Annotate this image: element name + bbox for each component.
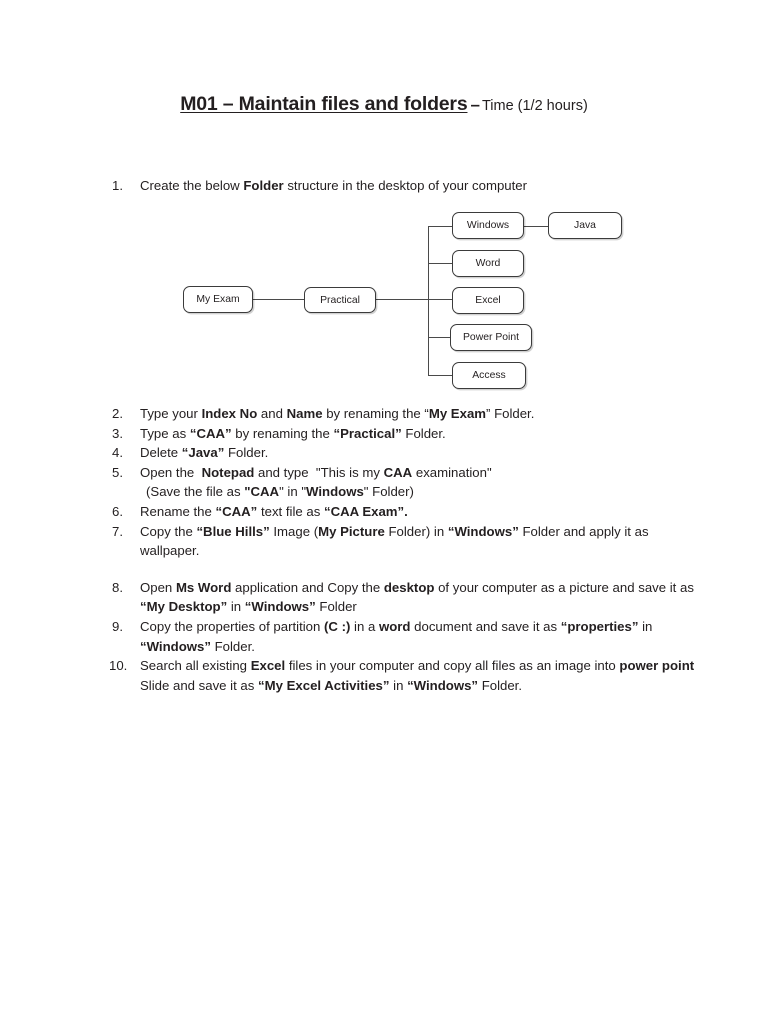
edge-trunk-windows	[428, 226, 452, 228]
diagram-node-label: Excel	[475, 295, 501, 306]
diagram-node-label: Windows	[466, 220, 510, 231]
diagram-node-java[interactable]: Java	[548, 212, 622, 239]
list-item-text: Rename the “CAA” text file as “CAA Exam”…	[140, 503, 408, 519]
edge-trunk-powerpoint	[428, 337, 450, 339]
list-item: 4. Delete “Java” Folder.	[112, 443, 702, 463]
list-item-text: Copy the “Blue Hills” Image (My Picture …	[140, 523, 649, 559]
diagram-node-word[interactable]: Word	[452, 250, 524, 277]
diagram-node-label: Word	[475, 258, 501, 269]
list-item-number: 10.	[109, 658, 128, 674]
edge-myexam-practical	[252, 299, 304, 301]
edge-windows-java	[524, 226, 548, 228]
list-item-number: 9.	[112, 618, 123, 634]
list-item-text: Delete “Java” Folder.	[140, 445, 269, 461]
list-item: 10. Search all existing Excel files in y…	[109, 656, 702, 695]
diagram-node-label: Java	[574, 220, 596, 231]
list-item: 8. Open Ms Word application and Copy the…	[112, 578, 702, 617]
list-item-number: 6.	[112, 503, 123, 519]
diagram-node-my-exam[interactable]: My Exam	[183, 286, 253, 313]
list-item-text: Open the Notepad and type "This is my CA…	[140, 464, 492, 480]
page-title-dash: –	[470, 95, 480, 114]
list-item-number: 4.	[112, 445, 123, 461]
list-item: 3. Type as “CAA” by renaming the “Practi…	[112, 424, 702, 444]
diagram-node-power-point[interactable]: Power Point	[450, 324, 532, 351]
list-item-text: Type as “CAA” by renaming the “Practical…	[140, 425, 446, 441]
list-item-number: 5.	[112, 464, 123, 480]
diagram-node-label: Power Point	[462, 332, 520, 343]
list-item-number: 3.	[112, 425, 123, 441]
diagram-node-windows[interactable]: Windows	[452, 212, 524, 239]
list-item-text: Open Ms Word application and Copy the de…	[140, 579, 694, 615]
instruction-list-bottom: 2. Type your Index No and Name by renami…	[109, 404, 702, 695]
diagram-node-label: Access	[472, 370, 506, 381]
diagram-node-excel[interactable]: Excel	[452, 287, 524, 314]
list-item: 7. Copy the “Blue Hills” Image (My Pictu…	[112, 522, 702, 561]
list-item: 9. Copy the properties of partition (C :…	[112, 617, 702, 656]
list-item-text: Copy the properties of partition (C :) i…	[140, 618, 653, 654]
list-item-number: 2.	[112, 406, 123, 421]
edge-trunk-word	[428, 263, 452, 265]
instruction-list-top: 1. Create the below Folder structure in …	[112, 176, 702, 196]
list-item-number: 8.	[112, 579, 123, 595]
list-item-number: 1.	[112, 178, 123, 193]
list-item: 6. Rename the “CAA” text file as “CAA Ex…	[112, 502, 702, 522]
edge-practical-trunk	[375, 299, 428, 301]
paragraph-spacer	[112, 561, 702, 578]
diagram-node-label: My Exam	[196, 294, 240, 305]
diagram-node-label: Practical	[320, 294, 360, 306]
list-item-subtext: (Save the file as "CAA" in "Windows" Fol…	[146, 484, 414, 500]
edge-vertical-trunk	[428, 226, 430, 375]
list-item: 5. Open the Notepad and type "This is my…	[112, 463, 702, 502]
diagram-node-access[interactable]: Access	[452, 362, 526, 389]
list-item-text: Search all existing Excel files in your …	[140, 658, 695, 693]
edge-trunk-access	[428, 375, 452, 377]
list-item: 2. Type your Index No and Name by renami…	[112, 404, 702, 424]
list-item: 1. Create the below Folder structure in …	[112, 176, 702, 196]
page-title-main: M01 – Maintain files and folders	[180, 93, 468, 115]
edge-trunk-excel	[428, 299, 452, 301]
list-item-text: Type your Index No and Name by renaming …	[140, 406, 535, 421]
list-item-number: 7.	[112, 523, 123, 539]
list-item-text: Create the below Folder structure in the…	[140, 178, 528, 193]
page-title: M01 – Maintain files and folders–Time (1…	[0, 93, 768, 116]
diagram-node-practical[interactable]: Practical	[304, 287, 376, 313]
page-title-duration: Time (1/2 hours)	[481, 98, 588, 114]
folder-structure-diagram: My Exam Practical Windows Java Word Exce…	[170, 205, 640, 395]
